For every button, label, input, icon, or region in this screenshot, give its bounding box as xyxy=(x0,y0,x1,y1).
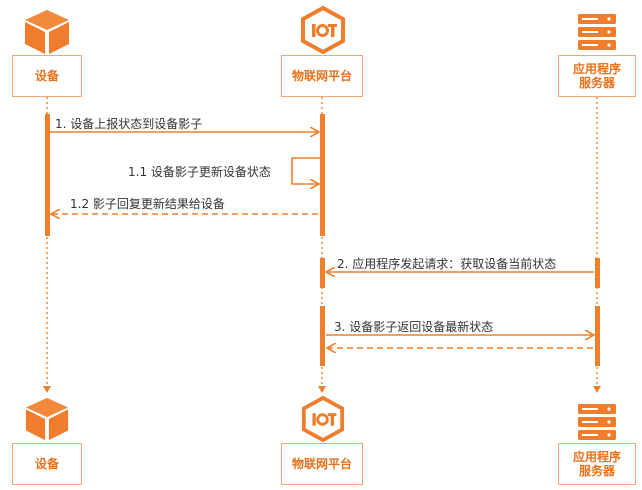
iot-hexagon-icon-bottom xyxy=(300,395,346,443)
message-1-1-label: 1.1 设备影子更新设备状态 xyxy=(128,165,271,179)
arrow-m1-1 xyxy=(291,157,325,184)
activation-server-1 xyxy=(595,258,600,288)
message-2-label: 2. 应用程序发起请求：获取设备当前状态 xyxy=(337,257,557,271)
activation-platform-3 xyxy=(320,306,325,366)
server-stack-icon xyxy=(576,12,618,52)
participant-platform-top: 物联网平台 xyxy=(281,55,363,97)
activation-server-2 xyxy=(595,306,600,366)
participant-server-label-line1: 应用程序 xyxy=(572,62,621,76)
participant-server-label-bottom-line2: 服务器 xyxy=(578,464,615,478)
participant-server-label-bottom-line1: 应用程序 xyxy=(572,450,621,464)
participant-device-label: 设备 xyxy=(34,69,59,83)
activation-platform-2 xyxy=(320,258,325,288)
participant-platform-label-bottom: 物联网平台 xyxy=(291,457,352,471)
participant-device-top: 设备 xyxy=(12,55,82,97)
participant-device-bottom: 设备 xyxy=(12,443,82,485)
participant-server-bottom: 应用程序 服务器 xyxy=(558,443,636,485)
participant-server-top: 应用程序 服务器 xyxy=(558,55,636,97)
message-1-label: 1. 设备上报状态到设备影子 xyxy=(55,117,203,131)
message-3-label: 3. 设备影子返回设备最新状态 xyxy=(334,320,494,334)
participant-device-label-bottom: 设备 xyxy=(34,457,59,471)
participant-platform-label: 物联网平台 xyxy=(291,69,352,83)
cube-icon-bottom xyxy=(22,396,72,442)
participant-server-label-line2: 服务器 xyxy=(578,76,615,90)
participant-platform-bottom: 物联网平台 xyxy=(281,443,363,485)
message-1-2-label: 1.2 影子回复更新结果给设备 xyxy=(70,197,225,211)
server-stack-icon-bottom xyxy=(576,402,618,442)
activation-platform-1 xyxy=(320,114,325,236)
iot-hexagon-icon xyxy=(300,5,346,55)
activation-device xyxy=(45,114,50,236)
cube-icon xyxy=(22,8,72,56)
